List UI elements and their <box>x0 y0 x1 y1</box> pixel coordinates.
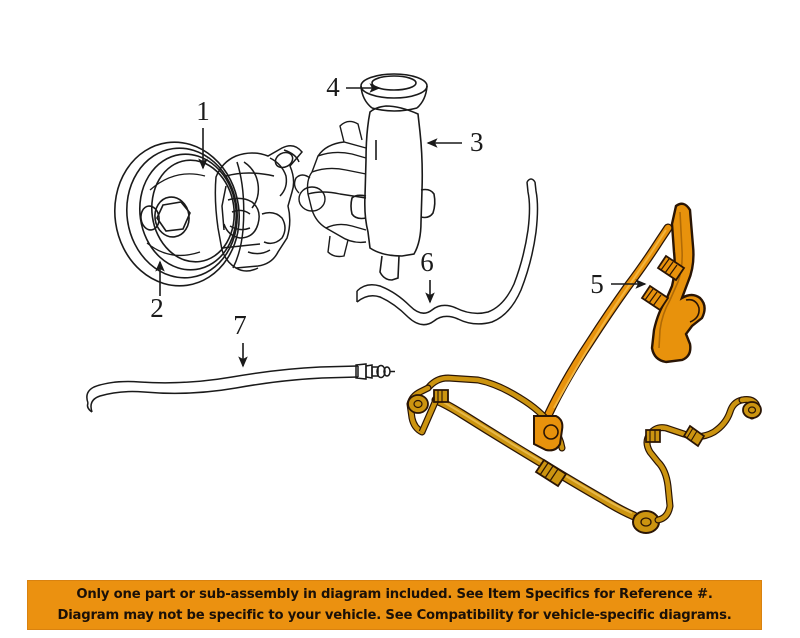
right-line-end-fitting <box>742 401 762 419</box>
parts-diagram-canvas: 1 2 3 4 5 6 7 <box>86 72 762 534</box>
callout-6-number: 6 <box>420 247 434 277</box>
return-hose-part-6 <box>356 178 539 326</box>
right-line-elbow-fitting <box>645 429 661 443</box>
steering-gear-housing <box>293 120 367 258</box>
callout-2-number: 2 <box>150 293 164 323</box>
power-steering-pump-part-1 <box>214 145 303 272</box>
parts-diagram-illustration: 1 2 3 4 5 6 7 <box>86 72 762 534</box>
disclaimer-line-2: Diagram may not be specific to your vehi… <box>57 608 732 623</box>
pressure-hose-assembly-part-5 <box>406 202 762 534</box>
callout-7-number: 7 <box>233 310 247 340</box>
callout-7: 7 <box>233 310 248 368</box>
callout-4-number: 4 <box>326 72 340 102</box>
cooler-line-right-fitting <box>632 510 660 534</box>
suction-hose-part-7 <box>86 363 395 413</box>
pressure-line-junction-block <box>533 415 564 452</box>
reservoir-cap-part-4 <box>360 73 428 112</box>
callout-3-number: 3 <box>470 127 484 157</box>
pump-pulley-part-2 <box>113 141 245 287</box>
right-line-crimp <box>682 424 706 448</box>
callout-6: 6 <box>420 247 435 304</box>
cooler-line-left-fitting <box>433 389 449 403</box>
callout-1: 1 <box>196 96 210 170</box>
callout-2: 2 <box>150 260 165 323</box>
callout-5: 5 <box>590 269 647 299</box>
callout-3: 3 <box>426 127 484 157</box>
cooler-line-left-banjo <box>407 394 429 414</box>
callout-5-number: 5 <box>590 269 604 299</box>
disclaimer-banner: Only one part or sub-assembly in diagram… <box>27 580 762 630</box>
disclaimer-line-1: Only one part or sub-assembly in diagram… <box>76 587 713 602</box>
callout-1-number: 1 <box>196 96 210 126</box>
callout-4: 4 <box>326 72 381 102</box>
cooler-line-mid-crimp <box>534 458 568 488</box>
hose-crimp-collar-mid <box>640 284 670 312</box>
hose-crimp-collar-upper <box>656 254 686 282</box>
